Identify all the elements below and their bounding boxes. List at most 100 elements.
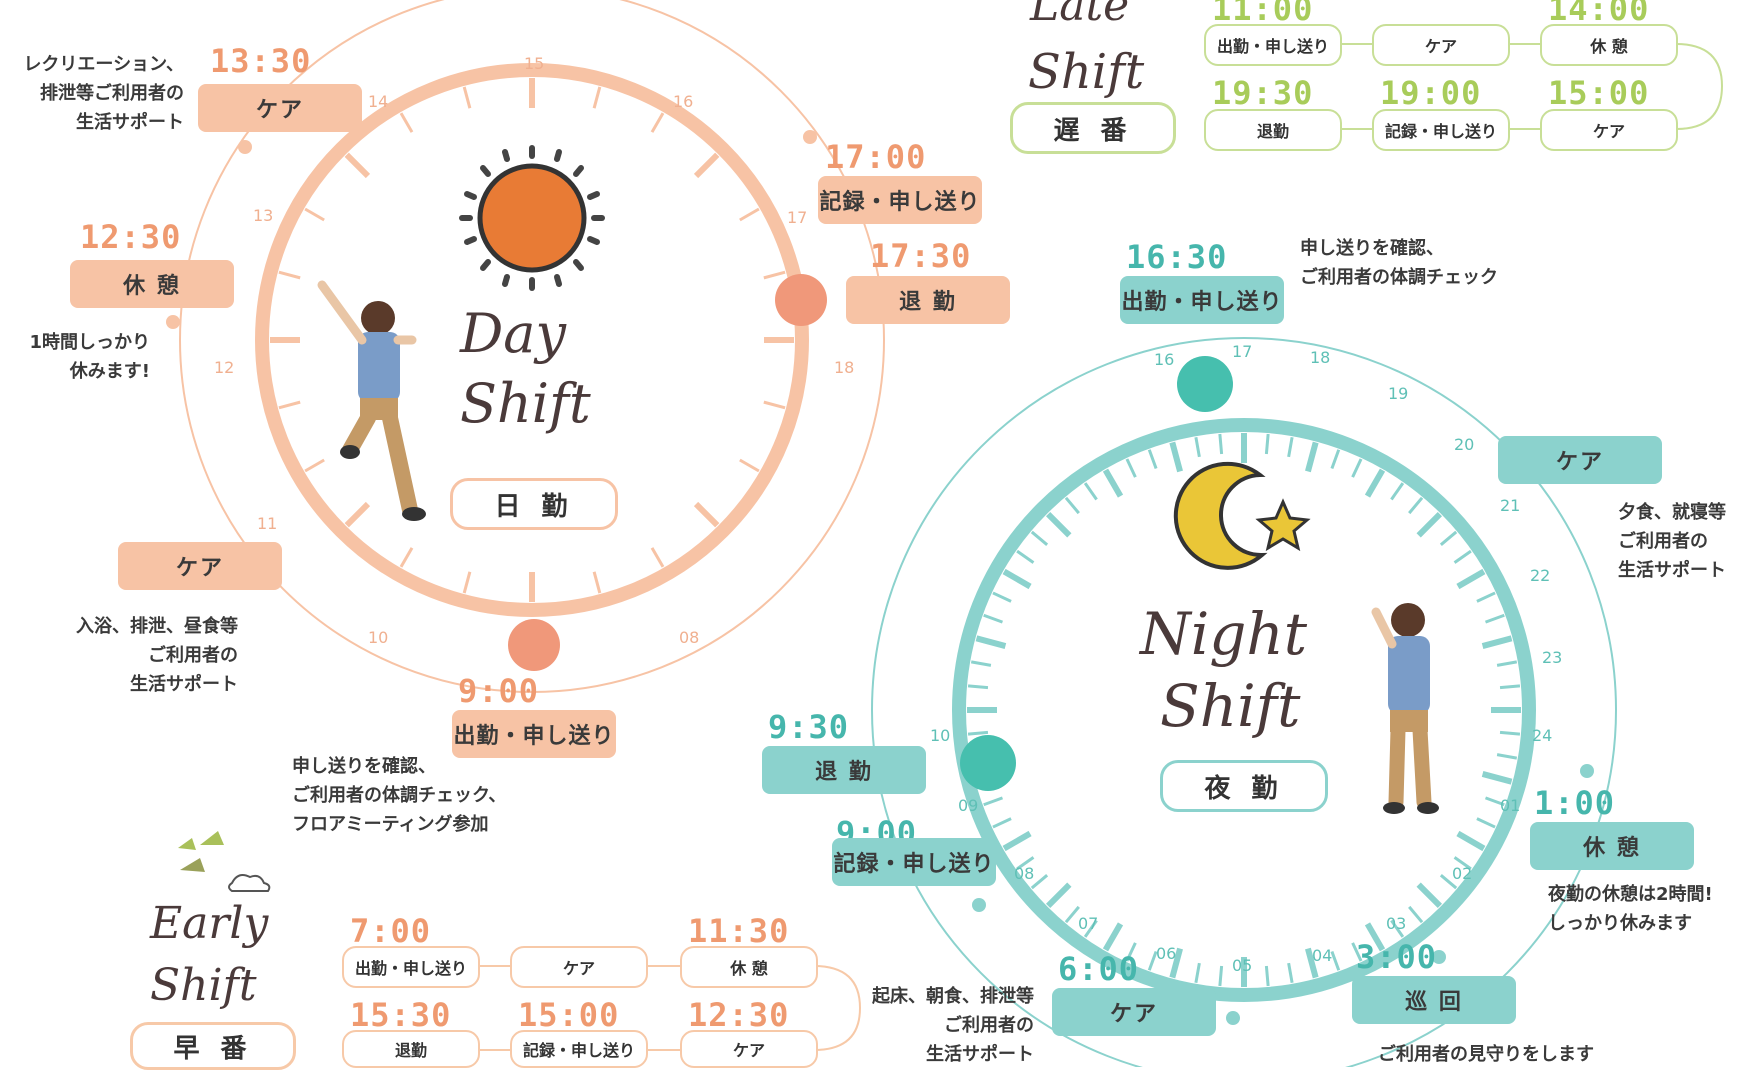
- night-script-top: Night: [1140, 600, 1308, 668]
- night-hour-03: 03: [1386, 914, 1407, 933]
- night-hour-23: 23: [1542, 648, 1563, 667]
- night-hour-24: 24: [1532, 726, 1553, 745]
- clock-minor-tick: [983, 796, 1004, 807]
- day-hour-13: 13: [253, 206, 274, 225]
- night-hour-21: 21: [1500, 496, 1521, 515]
- clock-minor-tick: [992, 591, 1012, 603]
- night-hour-09: 09: [958, 796, 979, 815]
- night-small-dot-2: [1432, 950, 1446, 964]
- day-dot-1730: [775, 274, 827, 326]
- clock-major-tick: [1481, 771, 1513, 785]
- day-time-1230: 12:30: [80, 218, 182, 256]
- night-shift-label: 夜 勤: [1160, 760, 1328, 812]
- night-script-bottom: Shift: [1160, 672, 1301, 740]
- late-shift-label: 遅 番: [1010, 102, 1176, 154]
- day-hour-12: 12: [214, 358, 235, 377]
- clock-minor-tick: [763, 270, 786, 280]
- clock-major-tick: [344, 152, 371, 179]
- night-hour-07: 07: [1078, 914, 1099, 933]
- clock-minor-tick: [304, 207, 325, 222]
- night-dot-0930: [960, 735, 1016, 791]
- clock-minor-tick: [304, 458, 325, 473]
- early-step-1: 出勤・申し送り: [342, 946, 480, 988]
- clock-major-tick: [1456, 568, 1486, 590]
- day-event-1230: 休 憩: [70, 260, 234, 308]
- night-small-dot-4: [972, 898, 986, 912]
- late-script-top: Late: [1030, 0, 1130, 31]
- day-event-1100: ケア: [118, 542, 282, 590]
- clock-minor-tick: [650, 547, 665, 568]
- late-step-6: ケア: [1540, 109, 1678, 151]
- clock-minor-tick: [1484, 796, 1505, 807]
- clock-minor-tick: [1287, 436, 1294, 458]
- clock-minor-tick: [462, 571, 472, 594]
- late-connectors: [1340, 43, 1724, 130]
- early-script-bottom: Shift: [150, 960, 257, 1011]
- night-event-0930: 退 勤: [762, 746, 926, 794]
- clock-major-tick: [1046, 512, 1072, 538]
- clock-major-tick: [1102, 922, 1124, 952]
- clock-minor-tick: [1030, 874, 1049, 890]
- early-connectors: [477, 965, 862, 1051]
- clock-minor-tick: [592, 571, 602, 594]
- clock-minor-tick: [278, 400, 301, 410]
- clock-major-tick: [1364, 922, 1386, 952]
- clock-minor-tick: [592, 86, 602, 109]
- day-dot-0900: [508, 619, 560, 671]
- day-note-bath: 入浴、排泄、昼食等 ご利用者の 生活サポート: [76, 616, 238, 695]
- night-staff-illustration: [1371, 603, 1439, 814]
- clock-major-tick: [1305, 947, 1319, 979]
- clock-major-tick: [1002, 568, 1032, 590]
- day-hour-10: 10: [368, 628, 389, 647]
- day-hour-15: 15: [524, 54, 545, 73]
- night-clock-face: [952, 418, 1536, 1002]
- day-note-start: 申し送りを確認、 ご利用者の体調チェック、 フロアミーティング参加: [292, 756, 507, 835]
- late-script-bottom: Shift: [1028, 44, 1145, 100]
- early-step-4: 退勤: [342, 1030, 480, 1068]
- night-event-0900: 記録・申し送り: [832, 838, 996, 886]
- night-note-morning: 起床、朝食、排泄等 ご利用者の 生活サポート: [872, 986, 1034, 1065]
- night-event-0600: ケア: [1052, 988, 1216, 1036]
- late-time-4: 19:00: [1380, 74, 1482, 112]
- clock-minor-tick: [1030, 530, 1049, 546]
- day-script-bottom: Shift: [460, 372, 591, 435]
- clock-minor-tick: [1499, 730, 1521, 736]
- clock-minor-tick: [970, 660, 992, 667]
- night-event-1630: 出勤・申し送り: [1120, 276, 1284, 324]
- clock-minor-tick: [1496, 660, 1518, 667]
- night-hour-10: 10: [930, 726, 951, 745]
- clock-minor-tick: [1064, 496, 1080, 515]
- day-time-1730: 17:30: [870, 237, 972, 275]
- clock-minor-tick: [1194, 962, 1201, 984]
- clock-major-tick: [1456, 830, 1486, 852]
- clock-minor-tick: [1351, 458, 1363, 478]
- night-hour-06: 06: [1156, 944, 1177, 963]
- late-time-5: 15:00: [1548, 74, 1650, 112]
- clock-minor-tick: [1439, 874, 1458, 890]
- moon-star-icon: [1173, 461, 1311, 570]
- clock-minor-tick: [1484, 613, 1505, 624]
- night-hour-19: 19: [1388, 384, 1409, 403]
- clock-minor-tick: [1453, 549, 1472, 564]
- late-time-2: 14:00: [1548, 0, 1650, 28]
- early-time-5: 12:30: [688, 996, 790, 1034]
- night-time-0930: 9:30: [768, 708, 850, 746]
- day-shift-label: 日 勤: [450, 478, 618, 530]
- clock-minor-tick: [1083, 919, 1098, 938]
- clock-major-tick: [1046, 882, 1072, 908]
- clock-minor-tick: [399, 547, 414, 568]
- clock-major-tick: [1481, 635, 1513, 649]
- late-step-2: ケア: [1372, 24, 1510, 66]
- night-outer-ring: [871, 337, 1617, 1067]
- day-script-top: Day: [460, 302, 566, 365]
- day-note-rest: 1時間しっかり 休みます!: [29, 332, 150, 382]
- clock-major-tick: [1305, 441, 1319, 473]
- clock-minor-tick: [1264, 965, 1270, 987]
- day-event-1730: 退 勤: [846, 276, 1010, 324]
- late-step-3: 休 憩: [1540, 24, 1678, 66]
- late-step-1: 出勤・申し送り: [1204, 24, 1342, 66]
- clock-minor-tick: [1147, 950, 1158, 971]
- day-note-recreation: レクリエーション、 排泄等ご利用者の 生活サポート: [23, 54, 184, 133]
- day-event-1330: ケア: [198, 84, 362, 132]
- clock-minor-tick: [1064, 905, 1080, 924]
